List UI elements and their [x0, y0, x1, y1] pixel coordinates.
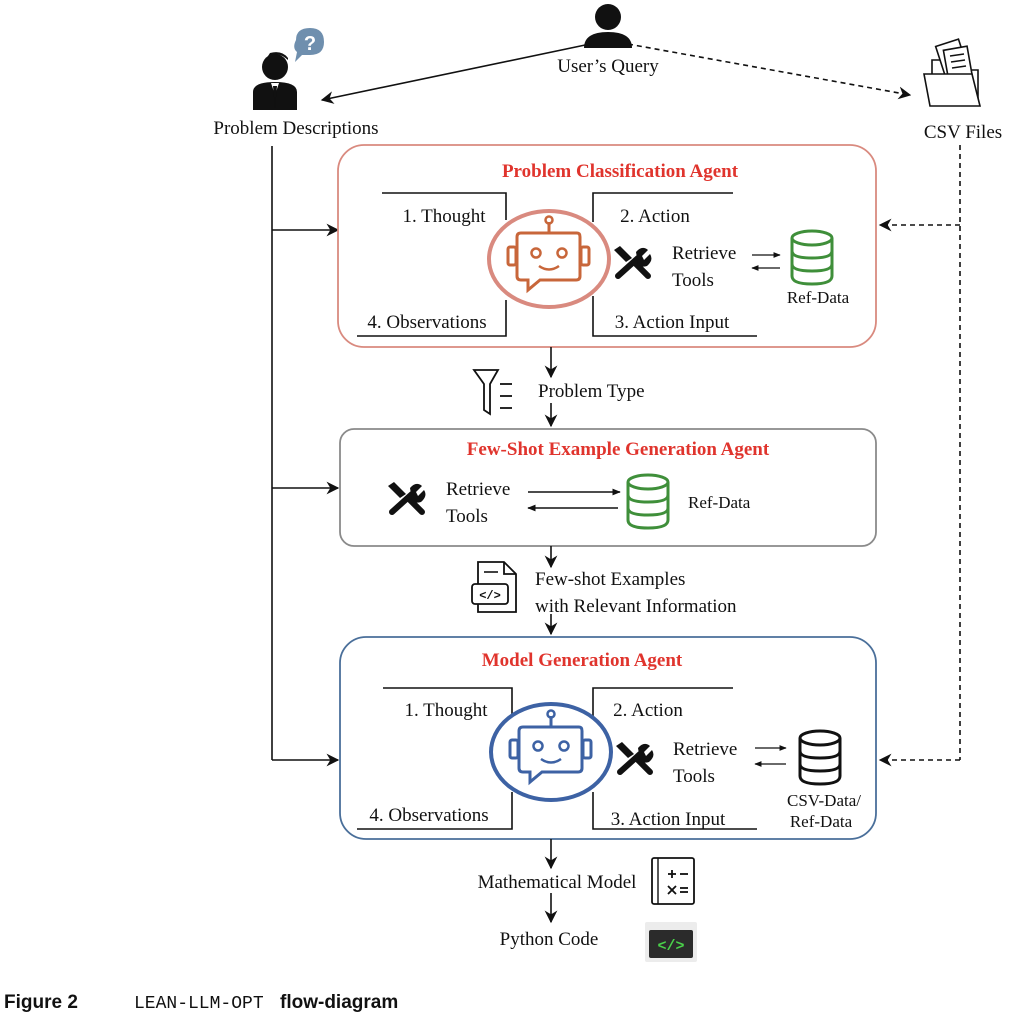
svg-text:</>: </> — [657, 938, 684, 955]
pca-robot-icon — [487, 209, 611, 309]
csv-folder-icon — [923, 38, 982, 107]
mga-action: 2. Action — [613, 700, 683, 721]
math-model-label: Mathematical Model — [478, 872, 637, 893]
mga-observations: 4. Observations — [369, 805, 488, 826]
pca-action: 2. Action — [620, 206, 690, 227]
fsa-tools: Tools — [446, 506, 488, 527]
problem-descriptions-label: Problem Descriptions — [213, 118, 378, 139]
pca-database-icon — [790, 229, 834, 286]
users-query-label: User’s Query — [557, 56, 659, 77]
few-shot-line1: Few-shot Examples — [535, 569, 685, 590]
mga-db-label1: CSV-Data/ — [787, 791, 861, 810]
svg-text:</>: </> — [479, 589, 501, 603]
fsa-database-icon — [626, 473, 670, 530]
fsa-retrieve: Retrieve — [446, 479, 510, 500]
mga-robot-icon — [489, 702, 613, 802]
pca-retrieve: Retrieve — [672, 243, 736, 264]
pca-action-input: 3. Action Input — [615, 312, 730, 333]
mga-db-label2: Ref-Data — [790, 812, 853, 831]
mga-tools: Tools — [673, 766, 715, 787]
pca-db-label: Ref-Data — [787, 288, 850, 307]
figure-code: LEAN-LLM-OPT — [134, 994, 264, 1014]
figure-caption: flow-diagram — [280, 992, 398, 1013]
svg-text:?: ? — [304, 33, 316, 55]
mga-database-icon — [798, 729, 842, 786]
code-file-icon: </> — [471, 561, 517, 613]
few-shot-line2: with Relevant Information — [535, 596, 737, 617]
mga-tools-icon — [616, 742, 654, 775]
fsa-tools-icon — [388, 482, 426, 515]
questioning-person-icon: ? — [253, 28, 324, 110]
pca-tools: Tools — [672, 270, 714, 291]
mga-title: Model Generation Agent — [482, 650, 683, 671]
mga-action-input: 3. Action Input — [611, 809, 726, 830]
figure-label: Figure 2 — [4, 992, 78, 1013]
csv-files-label: CSV Files — [924, 122, 1002, 143]
mga-thought: 1. Thought — [404, 700, 488, 721]
mga-retrieve: Retrieve — [673, 739, 737, 760]
pca-tools-icon — [614, 246, 652, 279]
query-to-problem-arrow — [320, 43, 591, 104]
user-icon — [584, 4, 632, 48]
filter-icon — [472, 369, 512, 416]
problem-type-label: Problem Type — [538, 381, 645, 402]
fsa-box — [339, 428, 877, 547]
calculator-icon — [651, 857, 695, 905]
query-to-csv-arrow — [627, 43, 912, 100]
code-terminal-icon: </> — [645, 922, 697, 962]
pca-thought: 1. Thought — [402, 206, 486, 227]
fsa-title: Few-Shot Example Generation Agent — [467, 439, 770, 460]
pca-title: Problem Classification Agent — [502, 161, 739, 182]
fsa-db-label: Ref-Data — [688, 493, 751, 512]
pca-observations: 4. Observations — [367, 312, 486, 333]
python-code-label: Python Code — [500, 929, 599, 950]
